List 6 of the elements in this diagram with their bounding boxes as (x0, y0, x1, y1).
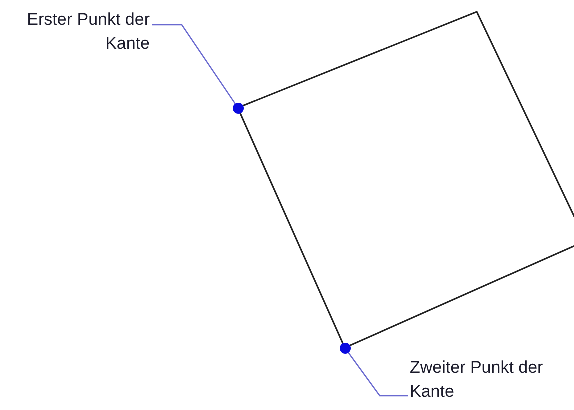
callout-label: Erster Punkt der Kante (26, 9, 150, 55)
point-marker (340, 343, 351, 354)
callout-label: Zweiter Punkt der Kante (410, 357, 544, 403)
leader-line (152, 24, 236, 104)
leader-line (348, 352, 408, 397)
point-marker (233, 103, 244, 114)
